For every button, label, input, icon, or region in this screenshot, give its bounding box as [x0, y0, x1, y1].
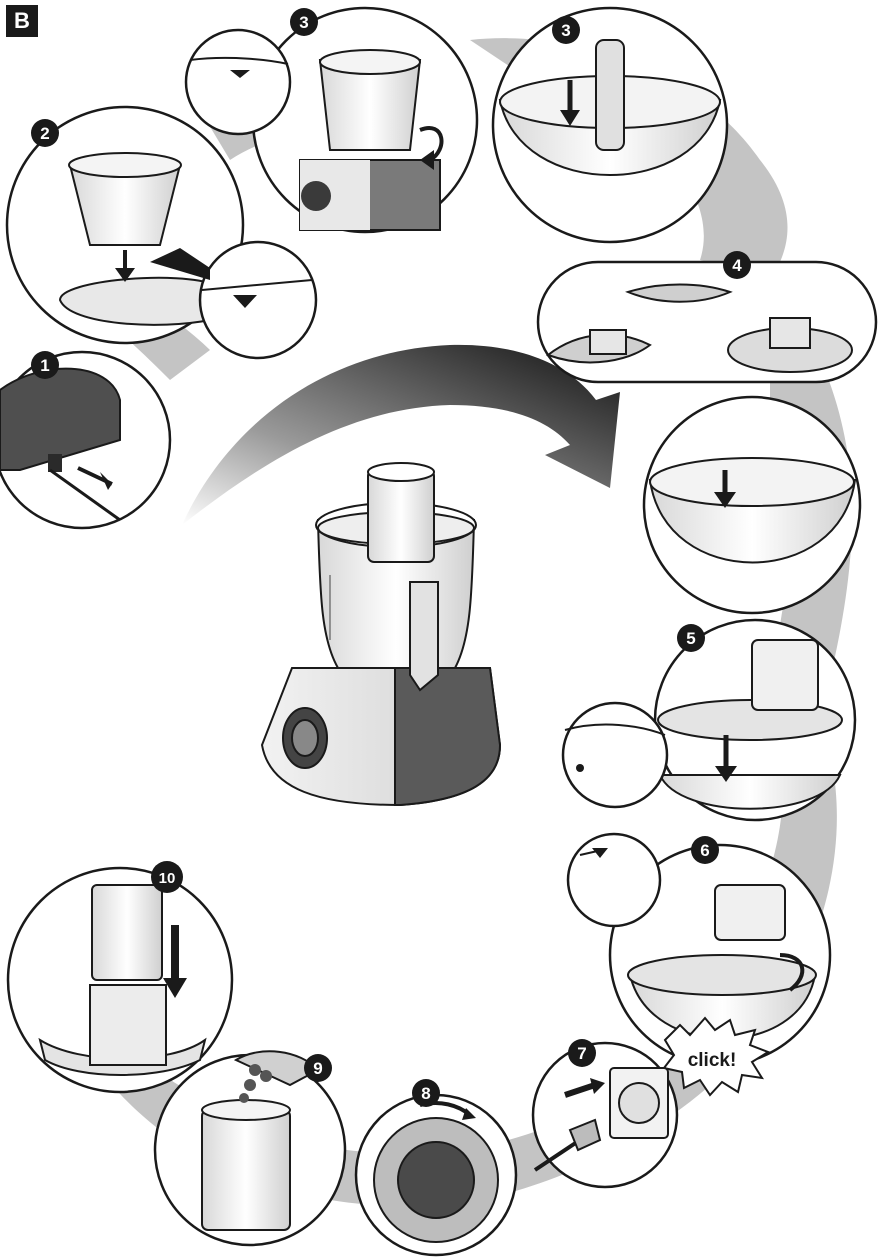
step-circle-5	[563, 620, 855, 820]
step-badge-9: 9	[304, 1054, 332, 1082]
step-number-2: 2	[40, 124, 49, 143]
step-number-6: 6	[700, 841, 709, 860]
step-badge-10: 10	[151, 861, 183, 893]
step-circle-8	[356, 1095, 516, 1255]
step-number-3a: 3	[299, 13, 308, 32]
click-label: click!	[688, 1050, 737, 1071]
step-badge-3a: 3	[290, 8, 318, 36]
step-badge-2: 2	[31, 119, 59, 147]
step-badge-4: 4	[723, 251, 751, 279]
step-circle-1	[0, 352, 170, 528]
step-badge-7: 7	[568, 1039, 596, 1067]
step-number-8: 8	[421, 1084, 430, 1103]
step-number-10: 10	[159, 870, 176, 887]
step-badge-1: 1	[31, 351, 59, 379]
step-circle-7	[533, 1043, 677, 1187]
step-number-7: 7	[577, 1044, 586, 1063]
step-badge-6: 6	[691, 836, 719, 864]
step-badge-5: 5	[677, 624, 705, 652]
step-badge-3b: 3	[552, 16, 580, 44]
step-badge-8: 8	[412, 1079, 440, 1107]
food-processor-main	[262, 463, 500, 805]
step-number-4: 4	[732, 256, 742, 275]
step-number-1: 1	[40, 356, 49, 375]
step-circle-3-right	[493, 8, 727, 242]
step-number-9: 9	[313, 1059, 322, 1078]
step-number-3b: 3	[561, 21, 570, 40]
step-number-5: 5	[686, 629, 695, 648]
step-circle-10	[8, 868, 232, 1092]
